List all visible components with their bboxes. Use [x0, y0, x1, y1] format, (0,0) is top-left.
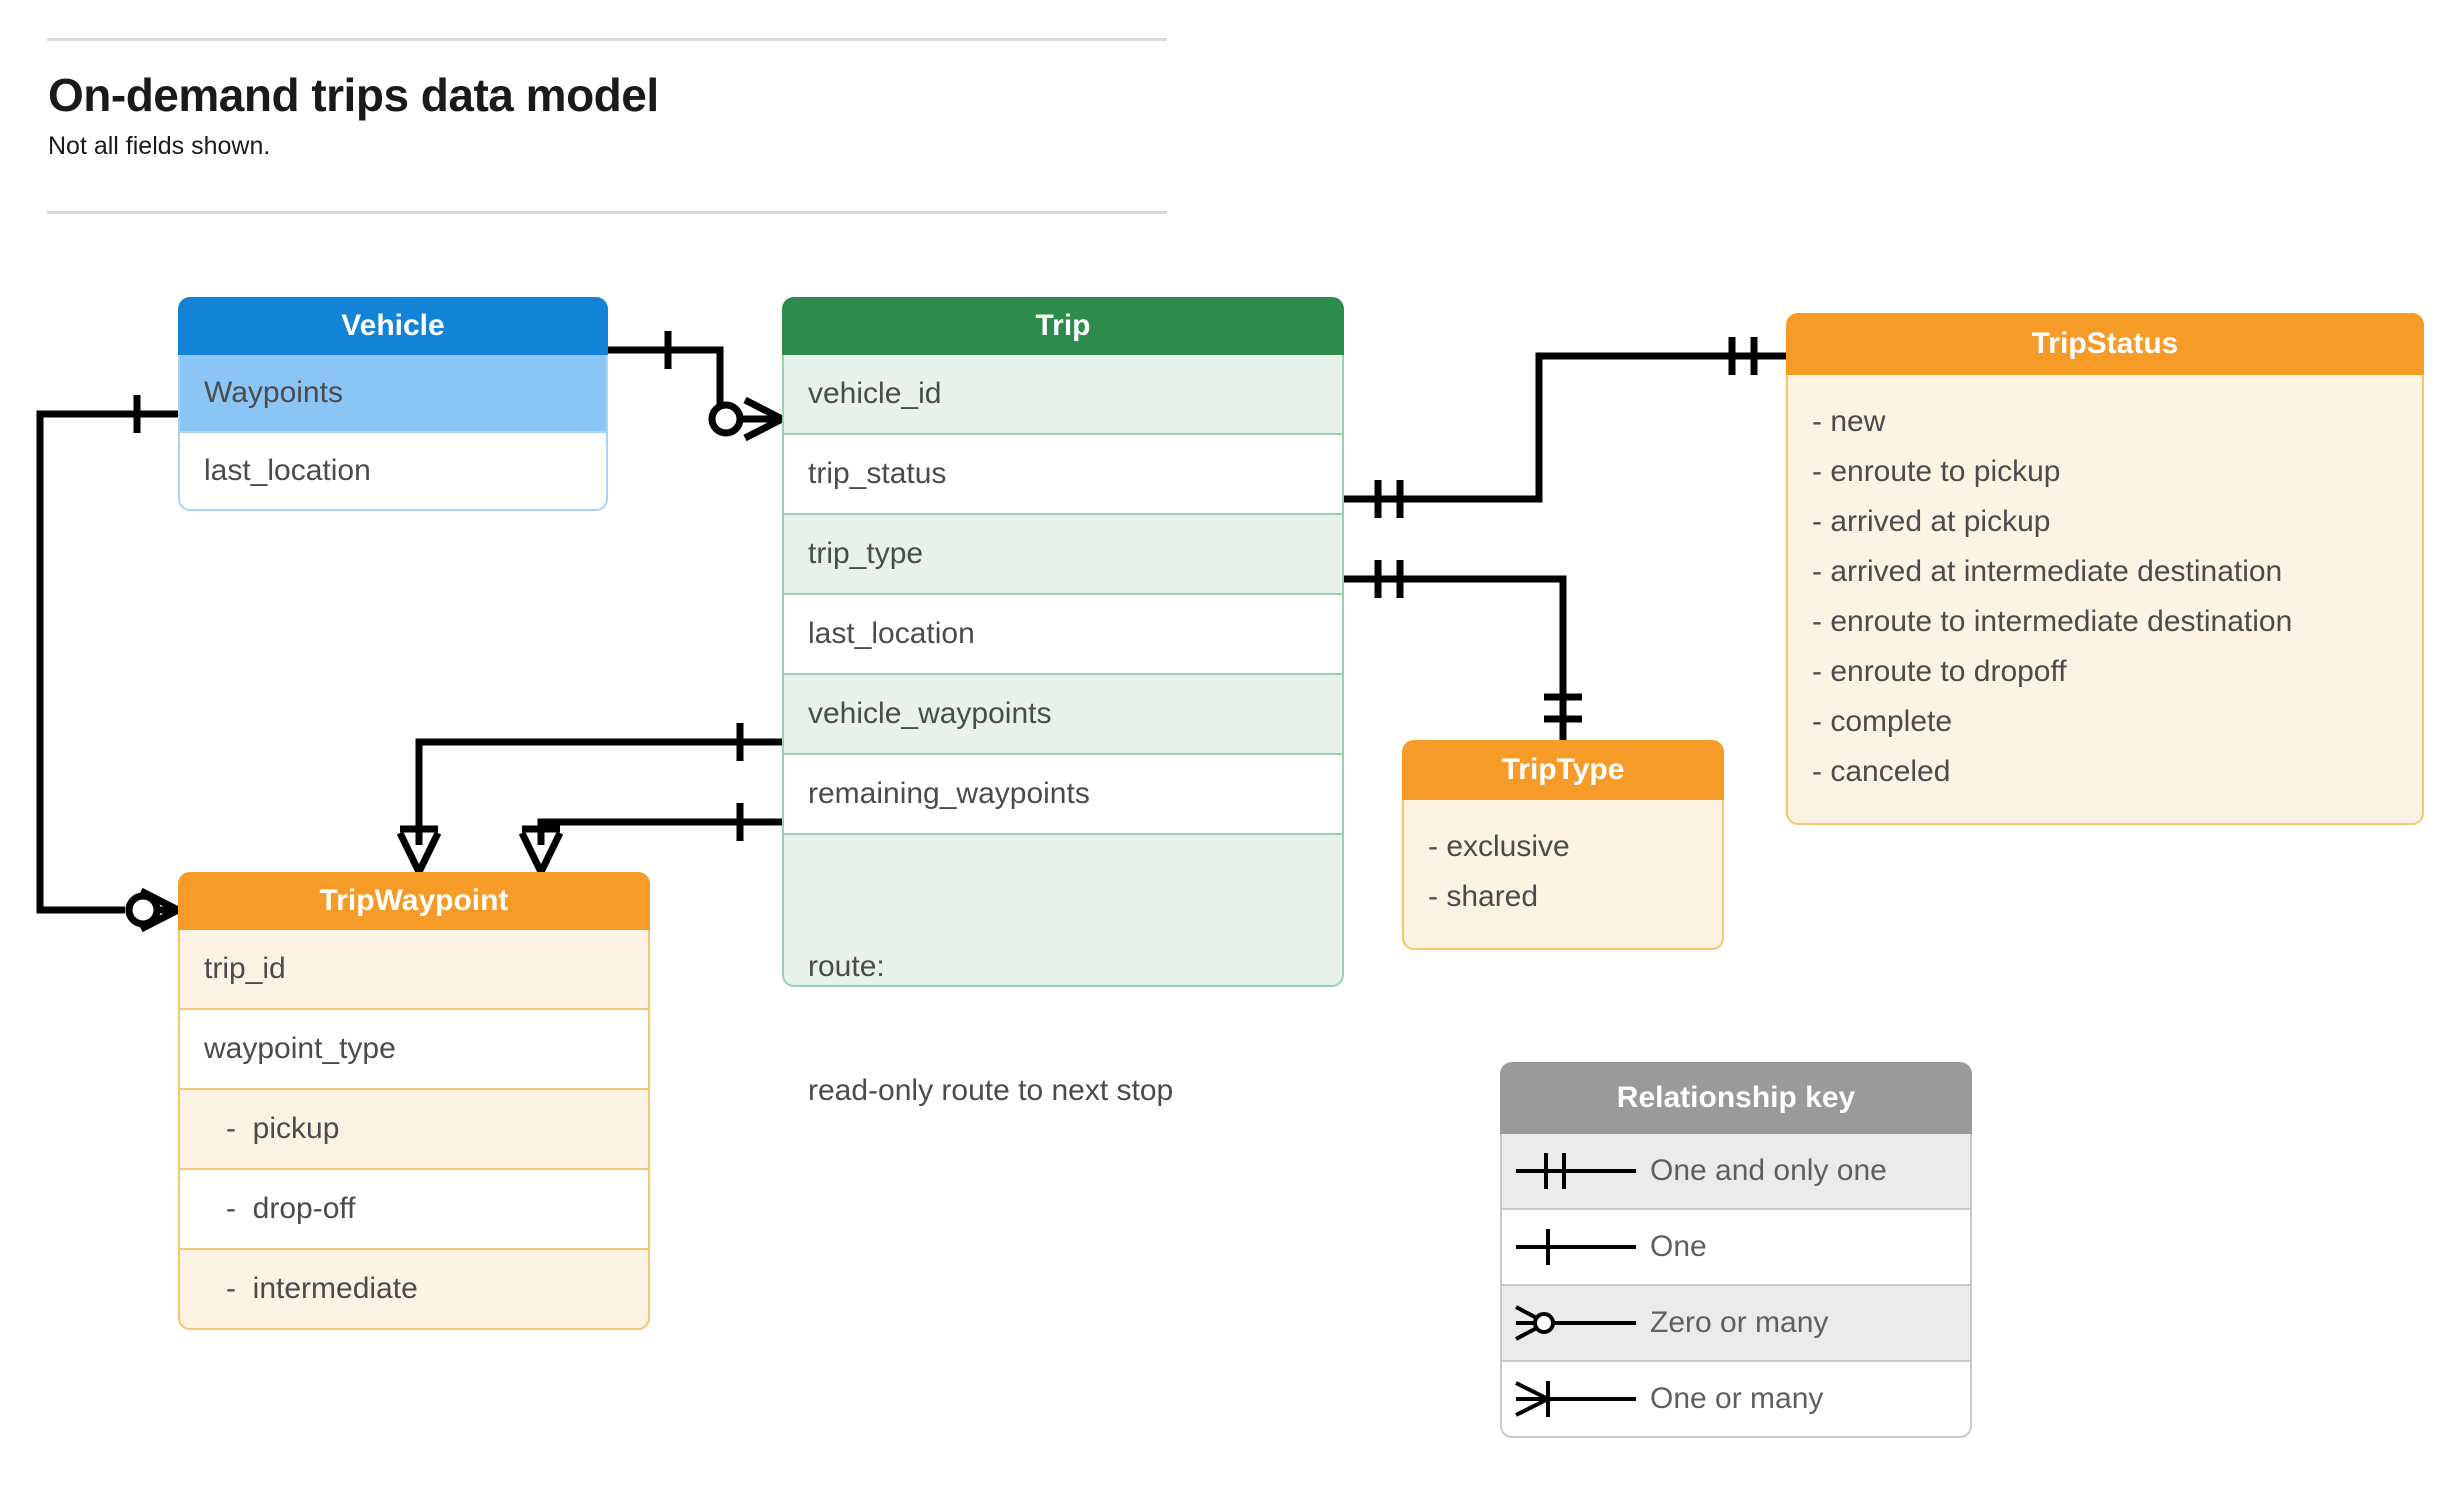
legend-label: One or many: [1650, 1382, 1824, 1415]
entity-tripwaypoint[interactable]: TripWaypoint trip_id waypoint_type - pic…: [178, 872, 650, 1330]
relationship-key-title: Relationship key: [1500, 1062, 1972, 1134]
entity-tripstatus-title: TripStatus: [1786, 313, 2424, 375]
legend-row-one: One: [1500, 1210, 1972, 1286]
tripstatus-value: - new: [1812, 405, 1886, 438]
field-tripwaypoint-value-dropoff[interactable]: - drop-off: [178, 1170, 650, 1250]
entity-tripstatus-values: - new - enroute to pickup - arrived at p…: [1786, 375, 2424, 825]
triptype-value: - shared: [1428, 880, 1539, 913]
legend-row-one-or-many: One or many: [1500, 1362, 1972, 1438]
entity-triptype[interactable]: TripType - exclusive - shared: [1402, 740, 1724, 950]
tripstatus-value: - enroute to pickup: [1812, 455, 2061, 488]
legend-label: Zero or many: [1650, 1306, 1829, 1339]
entity-vehicle-title: Vehicle: [178, 297, 608, 355]
field-tripwaypoint-waypoint-type[interactable]: waypoint_type: [178, 1010, 650, 1090]
one-icon: [1516, 1229, 1636, 1265]
one-or-many-icon: [1515, 1381, 1636, 1417]
field-trip-route[interactable]: route: read-only route to next stop: [782, 835, 1344, 1107]
entity-triptype-values: - exclusive - shared: [1402, 800, 1724, 950]
triptype-value: - exclusive: [1428, 830, 1570, 863]
field-tripwaypoint-value-pickup[interactable]: - pickup: [178, 1090, 650, 1170]
legend-label: One and only one: [1650, 1154, 1887, 1187]
tripstatus-value: - complete: [1812, 705, 1953, 738]
legend-row-zero-or-many: Zero or many: [1500, 1286, 1972, 1362]
tripstatus-value: - enroute to intermediate destination: [1812, 605, 2293, 638]
field-tripwaypoint-value-intermediate[interactable]: - intermediate: [178, 1250, 650, 1330]
page-subtitle: Not all fields shown.: [48, 132, 271, 160]
field-trip-vehicle-id[interactable]: vehicle_id: [782, 355, 1344, 435]
field-trip-route-note: read-only route to next stop: [808, 1073, 1174, 1107]
entity-tripstatus[interactable]: TripStatus - new - enroute to pickup - a…: [1786, 313, 2424, 825]
entity-trip-title: Trip: [782, 297, 1344, 355]
entity-trip[interactable]: Trip vehicle_id trip_status trip_type la…: [782, 297, 1344, 1107]
field-vehicle-last-location[interactable]: last_location: [178, 433, 608, 511]
page-title: On-demand trips data model: [48, 69, 659, 121]
tripstatus-value: - arrived at pickup: [1812, 505, 2051, 538]
entity-tripwaypoint-title: TripWaypoint: [178, 872, 650, 930]
one-and-only-one-icon: [1516, 1153, 1636, 1189]
entity-triptype-title: TripType: [1402, 740, 1724, 800]
header-rule-top: [47, 38, 1167, 41]
field-vehicle-waypoints[interactable]: Waypoints: [178, 355, 608, 433]
header-rule-bottom: [47, 211, 1167, 214]
entity-vehicle[interactable]: Vehicle Waypoints last_location: [178, 297, 608, 511]
field-trip-trip-status[interactable]: trip_status: [782, 435, 1344, 515]
tripstatus-value: - arrived at intermediate destination: [1812, 555, 2283, 588]
field-trip-remaining-waypoints[interactable]: remaining_waypoints: [782, 755, 1344, 835]
field-trip-route-label: route:: [808, 949, 885, 983]
field-tripwaypoint-trip-id[interactable]: trip_id: [178, 930, 650, 1010]
tripstatus-value: - enroute to dropoff: [1812, 655, 2067, 688]
relationship-key-panel[interactable]: Relationship key One and only one One: [1500, 1062, 1972, 1438]
field-trip-last-location[interactable]: last_location: [782, 595, 1344, 675]
legend-row-one-and-only-one: One and only one: [1500, 1134, 1972, 1210]
field-trip-vehicle-waypoints[interactable]: vehicle_waypoints: [782, 675, 1344, 755]
zero-or-many-icon: [1515, 1305, 1636, 1341]
legend-label: One: [1650, 1230, 1707, 1263]
tripstatus-value: - canceled: [1812, 755, 1951, 788]
field-trip-trip-type[interactable]: trip_type: [782, 515, 1344, 595]
